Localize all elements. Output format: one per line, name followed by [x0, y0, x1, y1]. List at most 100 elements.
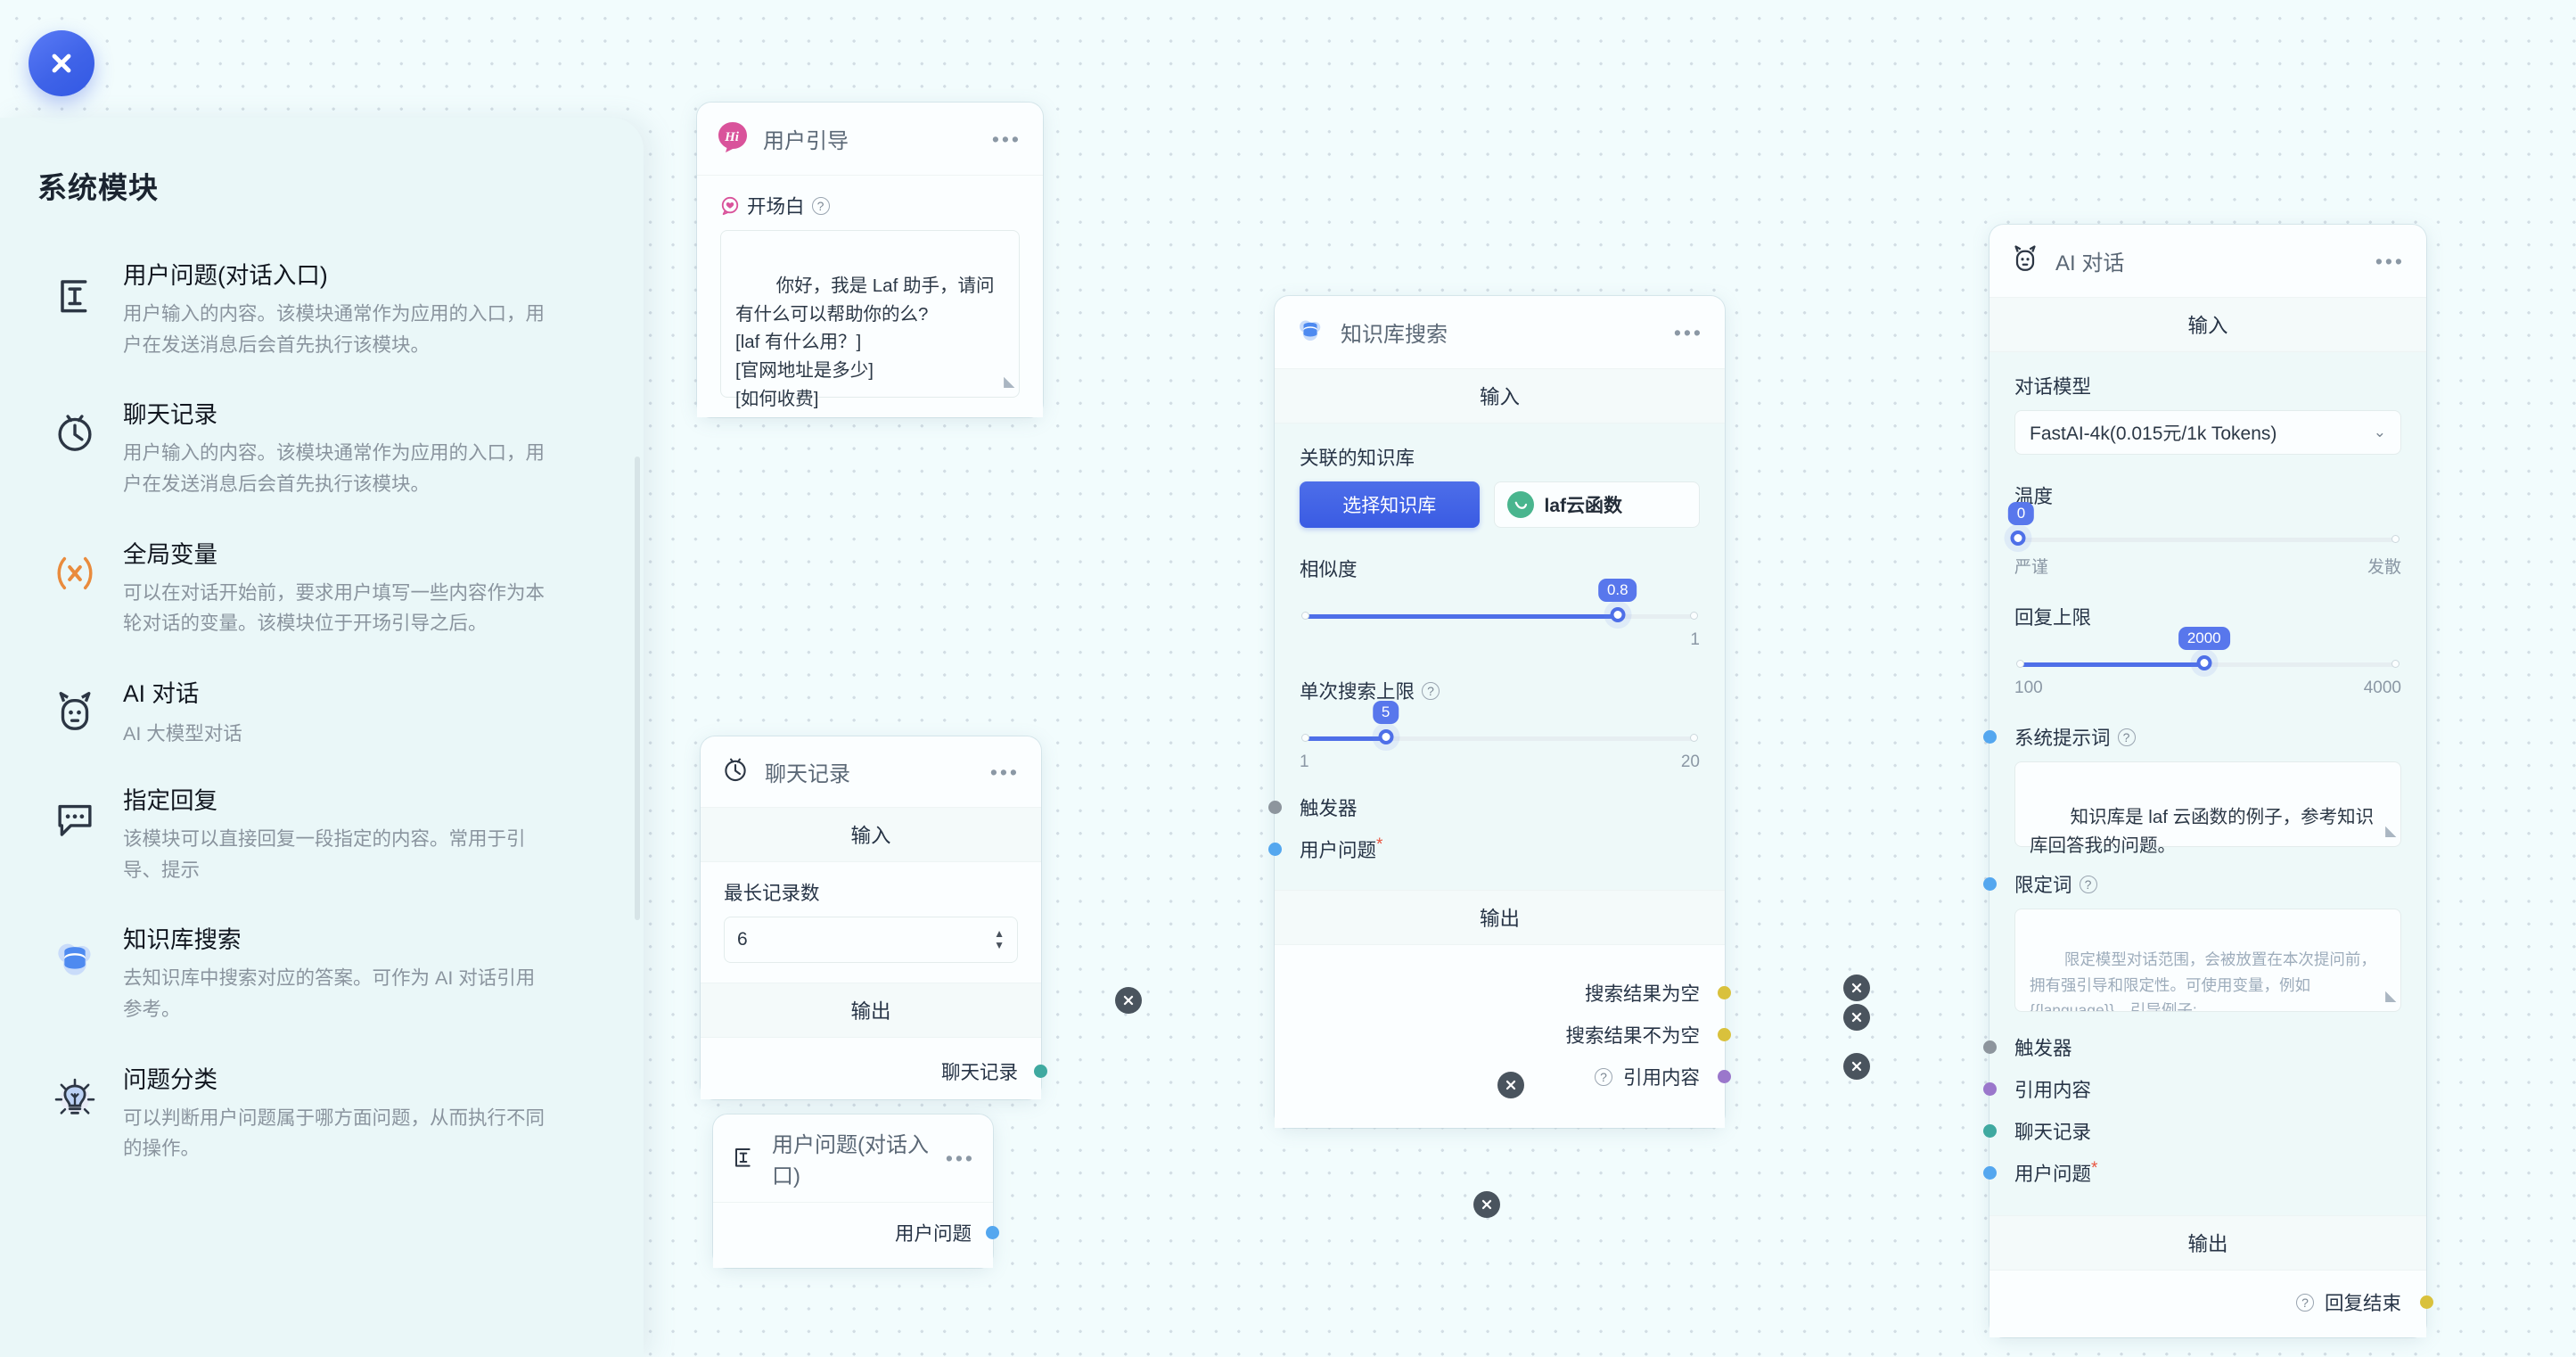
select-dataset-button[interactable]: 选择知识库: [1300, 481, 1480, 528]
node-menu-button[interactable]: •••: [1673, 320, 1703, 344]
port-handle-user-question[interactable]: [1983, 1166, 1997, 1180]
database-icon: [1294, 314, 1326, 350]
port-handle-empty[interactable]: [1718, 986, 1731, 999]
help-icon[interactable]: ?: [1422, 681, 1440, 700]
port-handle-trigger[interactable]: [1268, 801, 1282, 814]
node-header[interactable]: 用户问题(对话入口) •••: [713, 1114, 993, 1203]
port-handle-chat-history[interactable]: [1034, 1065, 1047, 1078]
sidebar-item-chat-history[interactable]: 聊天记录 用户输入的内容。该模块通常作为应用的入口，用户在发送消息后会首先执行该…: [0, 380, 644, 519]
port-handle-chat-history[interactable]: [1983, 1124, 1997, 1138]
system-prompt-textarea[interactable]: 知识库是 laf 云函数的例子，参考知识库回答我的问题。 ◢: [2014, 761, 2401, 856]
laf-logo-icon: [1506, 491, 1534, 518]
node-user-guide[interactable]: Hi 用户引导 ••• 开场白 ? 你好，我是 Laf 助手，请问有什么可以帮助…: [697, 103, 1043, 417]
node-menu-button[interactable]: •••: [2375, 249, 2405, 273]
chevron-down-icon[interactable]: ▼: [994, 939, 1005, 951]
port-row-question-in[interactable]: 用户问题*: [1268, 835, 1700, 863]
temperature-knob[interactable]: [2010, 530, 2026, 546]
chevron-up-icon[interactable]: ▲: [994, 927, 1005, 940]
node-menu-button[interactable]: •••: [991, 127, 1021, 151]
node-kb-search[interactable]: 知识库搜索 ••• 输入 关联的知识库 选择知识库 laf云函数 相似度: [1268, 296, 1731, 1128]
port-row-finish-out[interactable]: ? 回复结束: [2014, 1288, 2433, 1316]
sidebar-item-kb-search[interactable]: 知识库搜索 去知识库中搜索对应的答案。可作为 AI 对话引用参考。: [0, 905, 644, 1044]
port-label: 用户问题: [894, 1223, 972, 1245]
system-modules-panel[interactable]: 系统模块 用户问题(对话入口) 用户输入的内容。该模块通常作为应用的入口，用户在…: [0, 118, 644, 1357]
edge-delete-button[interactable]: [1843, 975, 1870, 1001]
port-handle-quote[interactable]: [1983, 1082, 1997, 1096]
resize-handle-icon[interactable]: ◢: [1003, 374, 1014, 391]
port-row-trigger-in[interactable]: 触发器: [1268, 794, 1700, 821]
resize-handle-icon[interactable]: ◢: [2384, 989, 2396, 1005]
port-handle-user-question[interactable]: [1268, 843, 1282, 856]
port-handle-not-empty[interactable]: [1718, 1028, 1731, 1041]
limit-range: 1 20: [1300, 753, 1700, 772]
model-select[interactable]: FastAI-4k(0.015元/1k Tokens) ⌄: [2014, 410, 2401, 455]
help-icon[interactable]: ?: [2079, 875, 2097, 893]
port-row-quote-in[interactable]: 引用内容: [1983, 1075, 2401, 1103]
temperature-slider[interactable]: 0: [2007, 502, 2400, 546]
stepper-arrows[interactable]: ▲▼: [994, 927, 1005, 951]
sidebar-scrollbar[interactable]: [635, 456, 640, 920]
node-chat-history[interactable]: 聊天记录 ••• 输入 最长记录数 6 ▲▼ 输出 聊天记录: [701, 736, 1047, 1099]
help-icon[interactable]: ?: [2295, 1293, 2314, 1312]
system-prompt-label: 系统提示词: [2014, 728, 2111, 749]
edge-delete-button[interactable]: [1115, 987, 1142, 1014]
resize-handle-icon[interactable]: ◢: [2384, 824, 2396, 840]
node-user-question[interactable]: 用户问题(对话入口) ••• 用户问题: [713, 1114, 999, 1268]
node-header[interactable]: 知识库搜索 •••: [1275, 296, 1725, 369]
edge-delete-button[interactable]: [1473, 1191, 1500, 1218]
node-header[interactable]: 聊天记录 •••: [701, 736, 1041, 808]
sidebar-item-user-question[interactable]: 用户问题(对话入口) 用户输入的内容。该模块通常作为应用的入口，用户在发送消息后…: [0, 241, 644, 380]
edge-delete-button[interactable]: [1843, 1004, 1870, 1031]
node-menu-button[interactable]: •••: [945, 1147, 975, 1170]
module-list[interactable]: 用户问题(对话入口) 用户输入的内容。该模块通常作为应用的入口，用户在发送消息后…: [0, 241, 644, 1184]
input-band: 输入: [701, 808, 1041, 862]
port-handle-trigger[interactable]: [1983, 1040, 1997, 1054]
edge-delete-button[interactable]: [1843, 1053, 1870, 1080]
port-handle-system-prompt[interactable]: [1983, 730, 1997, 744]
help-icon[interactable]: ?: [2117, 728, 2136, 746]
similarity-slider[interactable]: 0.8: [1301, 579, 1698, 622]
help-icon[interactable]: ?: [811, 196, 830, 215]
dataset-row[interactable]: 选择知识库 laf云函数: [1300, 481, 1700, 528]
port-handle-limit-prompt[interactable]: [1983, 877, 1997, 891]
limit-slider[interactable]: 5: [1301, 701, 1698, 744]
port-row-quote-out[interactable]: ? 引用内容: [1300, 1063, 1731, 1090]
variable-x-icon: [39, 539, 111, 598]
help-icon[interactable]: ?: [1594, 1067, 1612, 1086]
limit-prompt-textarea[interactable]: 限定模型对话范围，会被放置在本次提问前，拥有强引导和限定性。可使用变量，例如 {…: [2014, 909, 2401, 1012]
sidebar-item-question-classify[interactable]: 问题分类 可以判断用户问题属于哪方面问题，从而执行不同的操作。: [0, 1045, 644, 1184]
node-header[interactable]: Hi 用户引导 •••: [697, 103, 1043, 176]
slider-cap-start: [2016, 660, 2024, 668]
similarity-knob[interactable]: [1610, 607, 1626, 622]
node-ai-chat[interactable]: AI 对话 ••• 输入 对话模型 FastAI-4k(0.015元/1k To…: [1983, 225, 2433, 1337]
node-header[interactable]: AI 对话 •••: [1989, 225, 2426, 298]
port-row-empty-out[interactable]: 搜索结果为空: [1300, 979, 1731, 1007]
port-handle-quote[interactable]: [1718, 1070, 1731, 1083]
welcome-textarea[interactable]: 你好，我是 Laf 助手，请问有什么可以帮助你的么? [laf 有什么用？] […: [720, 230, 1020, 409]
max-records-input[interactable]: 6 ▲▼: [724, 917, 1018, 963]
max-tokens-knob[interactable]: [2196, 655, 2212, 670]
port-row-history-in[interactable]: 聊天记录: [1983, 1117, 2401, 1145]
sidebar-item-specified-reply[interactable]: 指定回复 该模块可以直接回复一段指定的内容。常用于引导、提示: [0, 766, 644, 905]
port-label-wrap: 用户问题*: [2014, 1159, 2097, 1187]
port-handle-user-question[interactable]: [986, 1226, 999, 1239]
dataset-chip-laf[interactable]: laf云函数: [1493, 481, 1700, 528]
port-row-question-in[interactable]: 用户问题*: [1983, 1159, 2401, 1187]
module-name: AI 对话: [123, 680, 200, 708]
max-tokens-slider[interactable]: 2000: [2016, 627, 2400, 670]
port-row-trigger-in[interactable]: 触发器: [1983, 1033, 2401, 1061]
close-panel-button[interactable]: [29, 30, 94, 96]
limit-prompt-label: 限定词: [2014, 875, 2072, 896]
sidebar-item-global-variable[interactable]: 全局变量 可以在对话开始前，要求用户填写一些内容作为本轮对话的变量。该模块位于开…: [0, 520, 644, 659]
max-records-label: 最长记录数: [724, 883, 820, 904]
port-row-chat-history-out[interactable]: 聊天记录: [724, 1057, 1047, 1085]
edge-delete-button[interactable]: [1497, 1072, 1524, 1098]
port-row-not-empty-out[interactable]: 搜索结果不为空: [1300, 1021, 1731, 1049]
port-handle-finish[interactable]: [2420, 1295, 2433, 1309]
sidebar-item-ai-chat[interactable]: AI 对话 AI 大模型对话: [0, 659, 644, 766]
port-row-user-question-out[interactable]: 用户问题: [734, 1219, 999, 1246]
limit-knob[interactable]: [1378, 729, 1394, 744]
chevron-down-icon[interactable]: ⌄: [2373, 424, 2386, 440]
node-menu-button[interactable]: •••: [989, 760, 1020, 784]
